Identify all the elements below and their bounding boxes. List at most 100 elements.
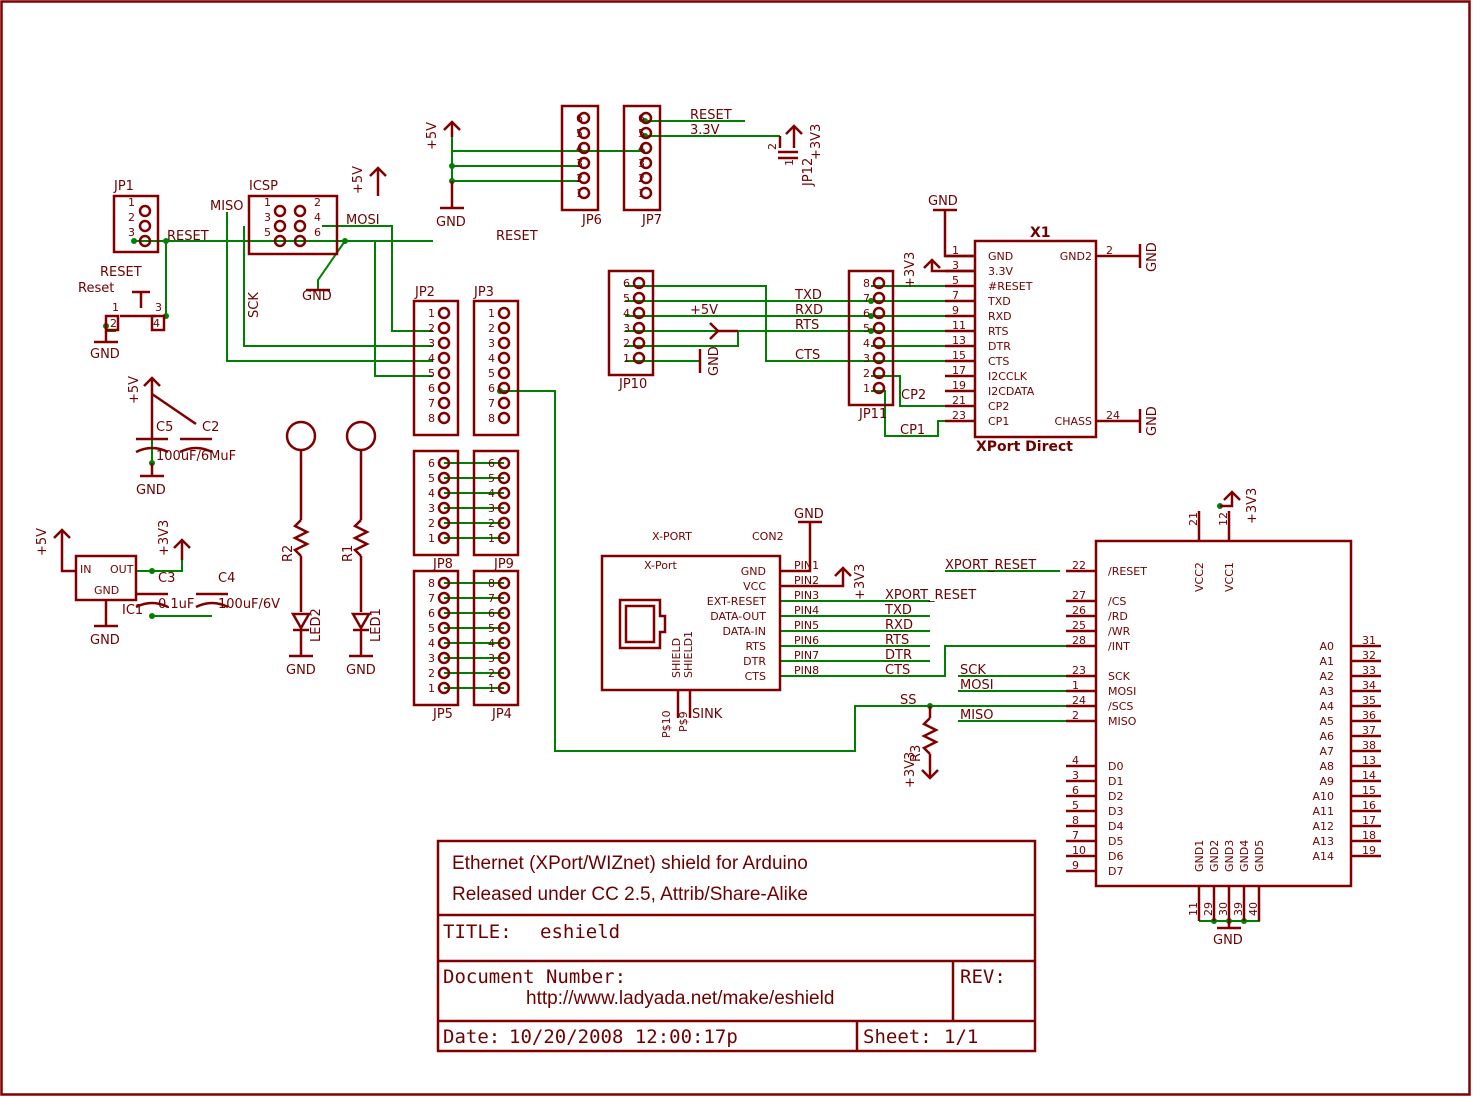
title-line2: Released under CC 2.5, Attrib/Share-Alik… — [452, 884, 808, 905]
wiz-pin-number: 10 — [1072, 844, 1086, 857]
svg-text:LED1: LED1 — [369, 608, 384, 642]
svg-text:C4: C4 — [218, 571, 235, 586]
wiz-pin-number: 21 — [1187, 512, 1200, 526]
x1-pin-name: RTS — [988, 325, 1009, 338]
reset-switch[interactable]: 12 34 RESET Reset — [78, 265, 166, 332]
xport-direct-label: XPort Direct — [976, 439, 1073, 455]
xport-pin-number: PIN6 — [794, 634, 819, 647]
svg-text:GND: GND — [707, 346, 722, 376]
svg-text:6: 6 — [576, 112, 583, 125]
wiz-pin-name: /WR — [1108, 625, 1131, 638]
gnd-symbol: GND — [136, 463, 166, 498]
svg-text:GND: GND — [928, 194, 958, 209]
svg-text:6: 6 — [428, 382, 435, 395]
wiz-pin-number: 33 — [1362, 664, 1376, 677]
wiz-pin-number: 31 — [1362, 634, 1376, 647]
wiz-pin-number: 15 — [1362, 784, 1376, 797]
wiz-pin-name: GND1 — [1193, 840, 1206, 872]
p3v3-symbol: +3V3 — [780, 564, 868, 600]
svg-text:CON2: CON2 — [752, 530, 784, 543]
wiz-pin-name: A10 — [1312, 790, 1334, 803]
wiz-pin-name: VCC2 — [1193, 562, 1206, 592]
x1-pin-name: 3.3V — [988, 265, 1013, 278]
xport-pin-number: PIN5 — [794, 619, 819, 632]
x1-pin-number: 11 — [952, 319, 966, 332]
svg-text:2: 2 — [766, 143, 779, 150]
p3v3-symbol: +3V3 — [1220, 488, 1260, 524]
jp1-header: 123 JP1 — [112, 179, 160, 254]
p5v-symbol: +5V — [127, 376, 161, 404]
wiz-pin-name: A3 — [1319, 685, 1334, 698]
svg-text:2: 2 — [638, 172, 645, 185]
led2-circuit: R2 LED2 GND — [281, 420, 324, 678]
wiz-pin-number: 12 — [1217, 512, 1230, 526]
wiz-pin-name: D3 — [1108, 805, 1123, 818]
doc-number-value: http://www.ladyada.net/make/eshield — [526, 988, 834, 1009]
svg-text:3: 3 — [488, 502, 495, 515]
svg-text:7: 7 — [488, 592, 495, 605]
wiz-pin-number: 18 — [1362, 829, 1376, 842]
icsp-label: ICSP — [249, 179, 278, 194]
jp7-label: JP7 — [641, 213, 662, 228]
txd-net-label: TXD — [884, 603, 912, 618]
svg-text:GND: GND — [286, 663, 316, 678]
svg-text:1: 1 — [783, 159, 796, 166]
gnd-symbol: GND — [780, 507, 824, 573]
title-value: eshield — [540, 921, 620, 943]
miso-net-label: MISO — [960, 708, 994, 723]
xport-pin-name: GND — [741, 565, 766, 578]
x1-pin-name: I2CDATA — [988, 385, 1035, 398]
svg-text:OUT: OUT — [110, 563, 134, 576]
x1-pin-name: #RESET — [988, 280, 1033, 293]
p5v-symbol: +5V — [35, 528, 76, 573]
wiz-pin-number: 32 — [1362, 649, 1376, 662]
miso-net-label: MISO — [210, 199, 244, 214]
c5-c2-value: 100uF/6MuF — [156, 449, 236, 464]
wiz-pin-number: 37 — [1362, 724, 1376, 737]
svg-text:3: 3 — [155, 301, 162, 314]
sck-net-label: SCK — [247, 292, 262, 318]
wiz-pin-name: /CS — [1108, 595, 1126, 608]
svg-text:3: 3 — [863, 352, 870, 365]
wiz-pin-number: 30 — [1217, 902, 1230, 916]
svg-text:GND: GND — [90, 633, 120, 648]
wiz-pin-name: A2 — [1319, 670, 1334, 683]
x1-pin-number: 15 — [952, 349, 966, 362]
svg-text:1: 1 — [623, 352, 630, 365]
rts-net-label: RTS — [795, 318, 819, 333]
wiz-pin-name: A14 — [1312, 850, 1334, 863]
svg-text:3: 3 — [576, 157, 583, 170]
c2-capacitor: C2 — [151, 392, 219, 454]
wiz-pin-name: D4 — [1108, 820, 1123, 833]
jp2-label: JP2 — [414, 285, 435, 300]
x1-pin-name: GND — [988, 250, 1013, 263]
svg-text:+3V3: +3V3 — [157, 520, 172, 556]
wiz-pin-name: VCC1 — [1223, 562, 1236, 592]
wiz-pin-name: GND2 — [1208, 840, 1221, 872]
x1-pin-name: I2CCLK — [988, 370, 1028, 383]
x1-pin-name: CP2 — [988, 400, 1009, 413]
svg-text:2: 2 — [428, 667, 435, 680]
wiz-pin-number: 1 — [1072, 679, 1079, 692]
gnd-symbol: GND — [928, 194, 975, 258]
svg-text:3: 3 — [128, 226, 135, 239]
gnd-symbol: GND — [1096, 406, 1160, 436]
svg-text:+5V: +5V — [690, 303, 718, 318]
svg-text:1: 1 — [428, 307, 435, 320]
svg-text:C2: C2 — [202, 420, 219, 435]
svg-text:5: 5 — [488, 472, 495, 485]
wiz-pin-name: A11 — [1312, 805, 1334, 818]
r3-resistor: R3 +3V3 — [903, 706, 939, 788]
p5v-symbol: +5V — [351, 166, 387, 196]
x1-pin-name: DTR — [988, 340, 1011, 353]
gnd-symbol: GND — [90, 331, 120, 362]
xport-pin-name: VCC — [743, 580, 766, 593]
p3v3-symbol: +3V3 — [903, 252, 975, 288]
svg-text:SHIELD1: SHIELD1 — [682, 631, 695, 678]
wiz-pin-number: 19 — [1362, 844, 1376, 857]
title-line1: Ethernet (XPort/WIZnet) shield for Ardui… — [452, 853, 808, 874]
